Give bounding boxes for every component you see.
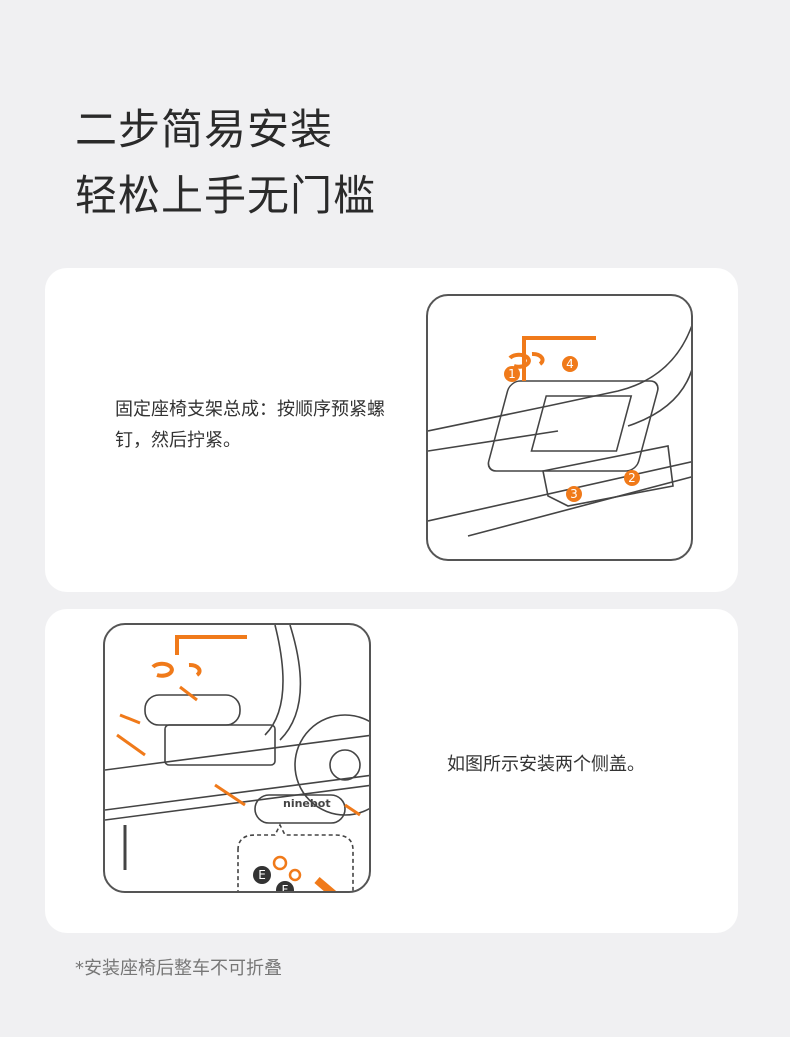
marker-2: 2 <box>628 471 636 485</box>
step1-description: 固定座椅支架总成：按顺序预紧螺钉，然后拧紧。 <box>115 399 385 451</box>
footnote: *安装座椅后整车不可折叠 <box>75 958 282 979</box>
marker-3: 3 <box>570 487 578 501</box>
page-title-line2: 轻松上手无门槛 <box>75 171 377 220</box>
marker-4: 4 <box>566 357 574 371</box>
ninebot-label: ninebot <box>283 797 331 810</box>
part-f: F <box>282 883 289 893</box>
step2-card: ninebot E F C 如图所示安装两个侧盖。 <box>45 609 738 933</box>
part-e: E <box>258 868 266 882</box>
page-title-line1: 二步简易安装 <box>75 105 334 154</box>
side-cover-illustration: ninebot E F C <box>103 623 371 893</box>
step1-card: 固定座椅支架总成：按顺序预紧螺钉，然后拧紧。 1 2 3 4 <box>45 268 738 592</box>
seat-bracket-illustration: 1 2 3 4 <box>426 294 693 561</box>
step2-description: 如图所示安装两个侧盖。 <box>447 754 645 775</box>
marker-1: 1 <box>508 367 516 381</box>
